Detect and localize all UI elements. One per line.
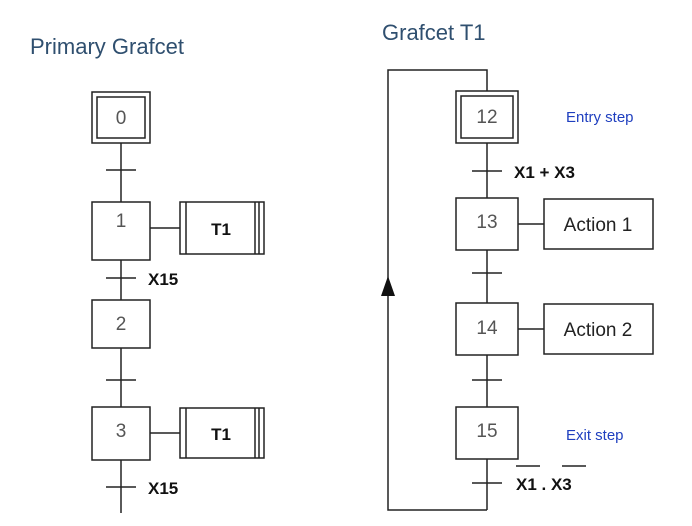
step-15-box bbox=[455, 406, 519, 460]
grafcet-t1-title: Grafcet T1 bbox=[382, 20, 486, 45]
step-14-label: 14 bbox=[476, 318, 498, 339]
step-2-box bbox=[91, 299, 151, 349]
step-1-box bbox=[91, 201, 151, 261]
step-3-label: 3 bbox=[116, 421, 127, 442]
step-0-inner-box bbox=[96, 96, 146, 139]
macro-box-1 bbox=[179, 201, 265, 255]
grafcet-t1 bbox=[381, 69, 654, 511]
entry-step-annotation: Entry step bbox=[566, 109, 634, 126]
loop-return-line bbox=[387, 69, 488, 511]
step-0-box bbox=[91, 91, 151, 144]
condition-x3-negated: X3 bbox=[551, 475, 572, 494]
action-box-14 bbox=[543, 303, 654, 355]
loop-arrow-icon bbox=[381, 276, 395, 296]
step-15-label: 15 bbox=[476, 421, 497, 442]
primary-grafcet bbox=[91, 91, 265, 513]
action-box-13 bbox=[543, 198, 654, 250]
transition-12-13-condition: X1 + X3 bbox=[514, 163, 575, 182]
primary-grafcet-title: Primary Grafcet bbox=[30, 34, 185, 59]
step-12-inner-box bbox=[460, 95, 514, 139]
exit-step-annotation: Exit step bbox=[566, 427, 624, 444]
transition-15-12-condition: X1 . X3 bbox=[516, 475, 572, 494]
step-12-box bbox=[455, 90, 519, 144]
step-2-label: 2 bbox=[116, 314, 127, 335]
macro-1-label: T1 bbox=[211, 220, 231, 239]
step-1-label: 1 bbox=[116, 211, 127, 232]
action-2-label: Action 2 bbox=[564, 320, 633, 341]
step-0-label: 0 bbox=[116, 108, 127, 129]
condition-and-operator: . bbox=[537, 475, 551, 494]
action-1-label: Action 1 bbox=[564, 215, 633, 236]
step-12-label: 12 bbox=[476, 107, 497, 128]
transition-1-2-condition: X15 bbox=[148, 270, 178, 289]
condition-x1-negated: X1 bbox=[516, 475, 537, 494]
macro-box-3 bbox=[179, 407, 265, 459]
transition-3-out-condition: X15 bbox=[148, 479, 178, 498]
step-13-label: 13 bbox=[476, 212, 497, 233]
macro-3-label: T1 bbox=[211, 425, 231, 444]
